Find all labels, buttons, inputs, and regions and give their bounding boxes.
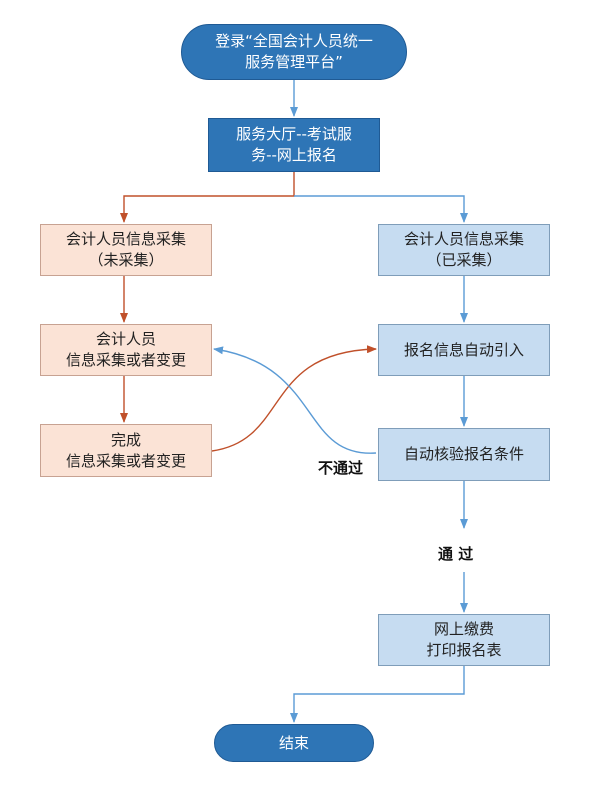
info-collect-or-change-node: 会计人员 信息采集或者变更: [40, 324, 212, 376]
complete-collect-or-change-node: 完成 信息采集或者变更: [40, 424, 212, 477]
auto-verify-node: 自动核验报名条件: [378, 428, 550, 481]
auto-import-node: 报名信息自动引入: [378, 324, 550, 376]
arrow-fail-to-change: [213, 346, 377, 454]
fail-label: 不通过: [318, 459, 364, 477]
registration-portal-node: 服务大厅--考试服 务--网上报名: [208, 118, 380, 172]
arrow-hall-to-left: [120, 172, 295, 223]
arrow-hall-to-right: [294, 195, 468, 223]
pass-label: 通 过: [438, 545, 474, 563]
info-collection-uncollected-node: 会计人员信息采集 （未采集）: [40, 224, 212, 276]
start-node: 登录“全国会计人员统一 服务管理平台”: [181, 24, 407, 80]
end-node: 结束: [214, 724, 374, 762]
arrow-complete-to-import: [211, 345, 377, 452]
arrow-pay-to-end: [290, 666, 465, 723]
info-collection-collected-node: 会计人员信息采集 （已采集）: [378, 224, 550, 276]
pay-and-print-node: 网上缴费 打印报名表: [378, 614, 550, 666]
